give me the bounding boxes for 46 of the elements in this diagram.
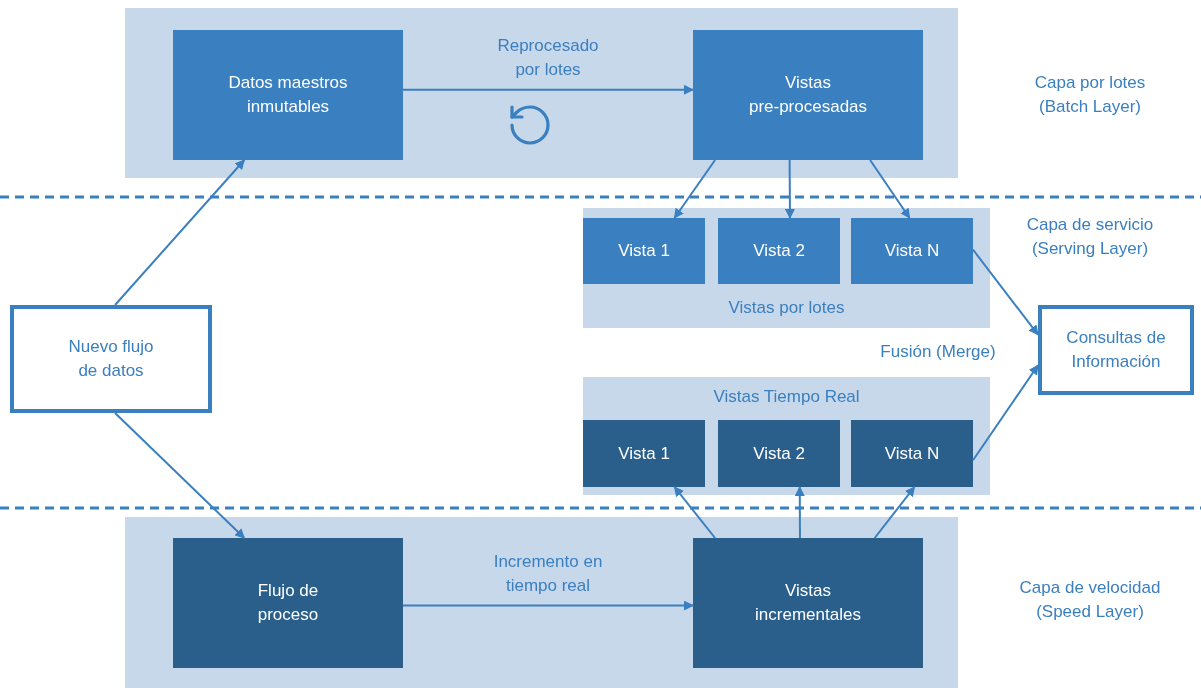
terminal-box [1038, 305, 1194, 395]
arrow [402, 600, 694, 611]
view-group-panel [583, 208, 990, 328]
process-box [718, 218, 840, 284]
node-text: Vista 1 [617, 442, 671, 465]
process-box [718, 420, 840, 487]
process-box [851, 420, 973, 487]
arrow [114, 159, 246, 306]
layer-band [125, 517, 958, 688]
layer-label: Capa de velocidad (Speed Layer) [1018, 577, 1162, 623]
node-text: Nuevo flujo de datos [67, 336, 155, 382]
node-text: Vista 1 [617, 240, 671, 262]
arrow [114, 412, 246, 539]
view-group-panel [583, 377, 990, 495]
layer-band [125, 8, 958, 178]
layer-label: Capa por lotes (Batch Layer) [1033, 72, 1147, 118]
arrow [784, 159, 795, 219]
arrow [402, 84, 694, 95]
arrow [673, 486, 717, 539]
node-text: Vistas pre-procesadas [747, 72, 869, 118]
node-text: Vista N [883, 442, 941, 465]
arrow [972, 364, 1039, 462]
process-box [173, 30, 403, 160]
node-text: Vista 2 [752, 442, 806, 465]
node-text: Datos maestros inmutables [227, 72, 349, 118]
node-text: Vista N [883, 240, 941, 262]
process-box [693, 538, 923, 668]
process-box [173, 538, 403, 668]
process-box [693, 30, 923, 160]
arrow [794, 486, 805, 539]
process-box [583, 218, 705, 284]
node-text: Vistas Tiempo Real [712, 386, 861, 408]
process-box [583, 420, 705, 487]
node-text: Vistas incrementales [754, 580, 862, 626]
node-text: Vistas por lotes [727, 297, 846, 319]
arrow [873, 486, 916, 539]
process-box [851, 218, 973, 284]
arrow [673, 159, 717, 219]
node-text: Consultas de Información [1065, 327, 1167, 373]
arrow [972, 248, 1039, 336]
node-text: Flujo de proceso [256, 580, 320, 626]
terminal-box [10, 305, 212, 413]
layer-label: Fusión (Merge) [879, 341, 997, 363]
layer-label: Capa de servicio (Serving Layer) [1025, 214, 1155, 260]
arrow [869, 159, 911, 219]
node-text: Vista 2 [752, 240, 806, 262]
